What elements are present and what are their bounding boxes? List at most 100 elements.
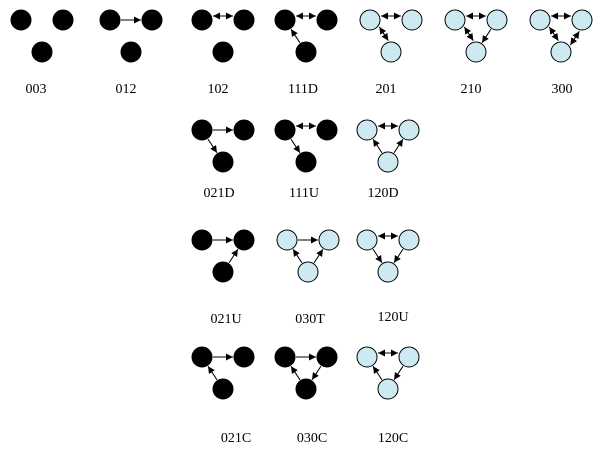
- arc-c-to-a: [290, 365, 301, 381]
- triad-label: 210: [461, 82, 482, 97]
- node-b: [52, 9, 74, 31]
- triad-021u: 021U: [191, 229, 255, 327]
- node-b: [141, 9, 163, 31]
- arc-c-to-b: [313, 248, 324, 264]
- node-a: [276, 229, 298, 251]
- node-c: [297, 261, 319, 283]
- triad-030c: 030C: [274, 346, 338, 446]
- node-a: [99, 9, 121, 31]
- node-c: [377, 151, 399, 173]
- triad-120u: 120U: [356, 229, 420, 325]
- arc-c-to-a: [207, 365, 218, 381]
- triad-111d: 111D: [274, 9, 338, 97]
- node-c: [212, 151, 234, 173]
- triad-label: 021C: [221, 431, 251, 446]
- node-a: [274, 346, 296, 368]
- node-b: [398, 346, 420, 368]
- triad-label: 030T: [295, 312, 325, 327]
- node-c: [212, 261, 234, 283]
- node-c: [31, 41, 53, 63]
- node-b: [233, 9, 255, 31]
- node-a: [359, 9, 381, 31]
- arc-c-to-a: [290, 28, 301, 44]
- node-b: [233, 346, 255, 368]
- node-c: [295, 151, 317, 173]
- arc-a-to-c: [207, 138, 218, 154]
- node-a: [529, 9, 551, 31]
- triad-label: 030C: [297, 431, 327, 446]
- triad-300: 300: [529, 9, 593, 97]
- node-a: [191, 346, 213, 368]
- node-a: [356, 346, 378, 368]
- triad-label: 300: [552, 82, 573, 97]
- node-a: [191, 9, 213, 31]
- triad-102: 102: [191, 9, 255, 97]
- node-b: [316, 346, 338, 368]
- node-b: [233, 229, 255, 251]
- triad-030t: 030T: [276, 229, 340, 327]
- triad-label: 003: [26, 82, 47, 97]
- node-b: [571, 9, 593, 31]
- node-b: [401, 9, 423, 31]
- triad-111u: 111U: [274, 119, 338, 201]
- triad-label: 120U: [377, 310, 408, 325]
- triad-label: 120C: [378, 431, 408, 446]
- triad-label: 012: [116, 82, 137, 97]
- triad-021d: 021D: [191, 119, 255, 201]
- node-c: [212, 41, 234, 63]
- node-a: [274, 9, 296, 31]
- node-b: [233, 119, 255, 141]
- node-b: [486, 9, 508, 31]
- triad-201: 201: [359, 9, 423, 97]
- triad-label: 021U: [210, 312, 241, 327]
- triads-layer: 003 012 102 111D 201 210 300 021D 111U 120D 021U 03…: [10, 9, 593, 446]
- triad-label: 111U: [289, 186, 319, 201]
- triad-label: 111D: [288, 82, 318, 97]
- arc-c-to-b: [393, 138, 404, 154]
- triad-label: 201: [376, 82, 397, 97]
- arc-c-to-a: [463, 26, 474, 41]
- arc-c-to-a: [548, 26, 559, 41]
- node-a: [356, 119, 378, 141]
- triad-label: 120D: [367, 186, 398, 201]
- node-c: [377, 378, 399, 400]
- triad-120c: 120C: [356, 346, 420, 446]
- node-c: [465, 41, 487, 63]
- node-a: [191, 119, 213, 141]
- node-b: [316, 119, 338, 141]
- arc-c-to-a: [372, 365, 383, 381]
- node-a: [10, 9, 32, 31]
- triad-210: 210: [444, 9, 508, 97]
- arc-a-to-c: [372, 248, 383, 264]
- node-a: [191, 229, 213, 251]
- node-b: [318, 229, 340, 251]
- arc-c-to-a: [372, 138, 383, 154]
- node-c: [212, 378, 234, 400]
- triad-120d: 120D: [356, 119, 420, 201]
- arc-c-to-a: [378, 26, 389, 41]
- arc-b-to-c: [393, 365, 404, 381]
- triad-003: 003: [10, 9, 74, 97]
- node-a: [444, 9, 466, 31]
- arc-a-to-c: [290, 138, 301, 154]
- triad-021c: 021C: [191, 346, 255, 446]
- node-c: [295, 41, 317, 63]
- arc-b-to-c: [481, 28, 492, 44]
- node-b: [316, 9, 338, 31]
- arc-b-to-c: [393, 248, 404, 264]
- node-c: [377, 261, 399, 283]
- node-a: [274, 119, 296, 141]
- triad-012: 012: [99, 9, 163, 97]
- arc-b-to-c: [311, 365, 322, 381]
- arc-c-to-b: [228, 248, 239, 264]
- node-b: [398, 119, 420, 141]
- node-a: [356, 229, 378, 251]
- arc-c-to-b: [569, 31, 580, 46]
- node-c: [380, 41, 402, 63]
- node-c: [550, 41, 572, 63]
- node-c: [120, 41, 142, 63]
- node-c: [295, 378, 317, 400]
- node-b: [398, 229, 420, 251]
- arc-c-to-a: [292, 248, 303, 264]
